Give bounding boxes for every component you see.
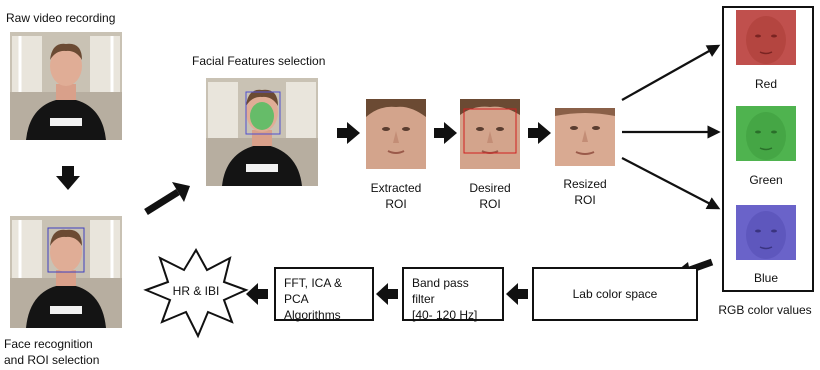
blue-channel-image [736, 205, 796, 260]
arrow-to-resized [528, 122, 551, 144]
arrow-bandpass-to-fft [376, 283, 398, 305]
red-label: Red [754, 77, 777, 91]
fft-ica-pca-box: FFT, ICA & PCA Algorithms [274, 267, 374, 322]
lab-color-space-box: Lab color space [532, 267, 698, 321]
desired-roi-image [460, 99, 520, 169]
arrow-fft-to-hr [246, 283, 268, 305]
raw-video-photo [10, 32, 122, 140]
arrow-to-desired [434, 122, 457, 144]
arrow-to-extracted [337, 122, 360, 144]
desired-roi-label: Desired ROI [469, 181, 511, 211]
green-label: Green [749, 173, 783, 187]
arrow-diagonal-up [144, 182, 190, 215]
red-channel-image [736, 10, 796, 65]
arrow-down [56, 166, 80, 190]
face-recognition-photo [10, 216, 122, 328]
facial-features-photo [206, 78, 318, 186]
resized-roi-image [555, 108, 615, 166]
hr-ibi-label: HR & IBI [172, 284, 220, 298]
arrow-lab-to-bandpass [506, 283, 528, 305]
facial-features-label: Facial Features selection [192, 54, 326, 68]
extracted-roi-label: Extracted ROI [370, 181, 422, 211]
extracted-roi-image [366, 99, 426, 169]
raw-video-label: Raw video recording [6, 11, 116, 25]
arrow-to-blue [621, 157, 721, 210]
resized-roi-label: Resized ROI [563, 177, 607, 207]
face-recognition-label: Face recognition and ROI selection [4, 337, 100, 367]
rgb-values-label: RGB color values [718, 303, 812, 317]
band-pass-filter-box: Band pass filter [40- 120 Hz] [402, 267, 504, 322]
arrow-to-red [621, 44, 721, 101]
green-channel-image [736, 106, 796, 161]
blue-label: Blue [753, 271, 779, 285]
